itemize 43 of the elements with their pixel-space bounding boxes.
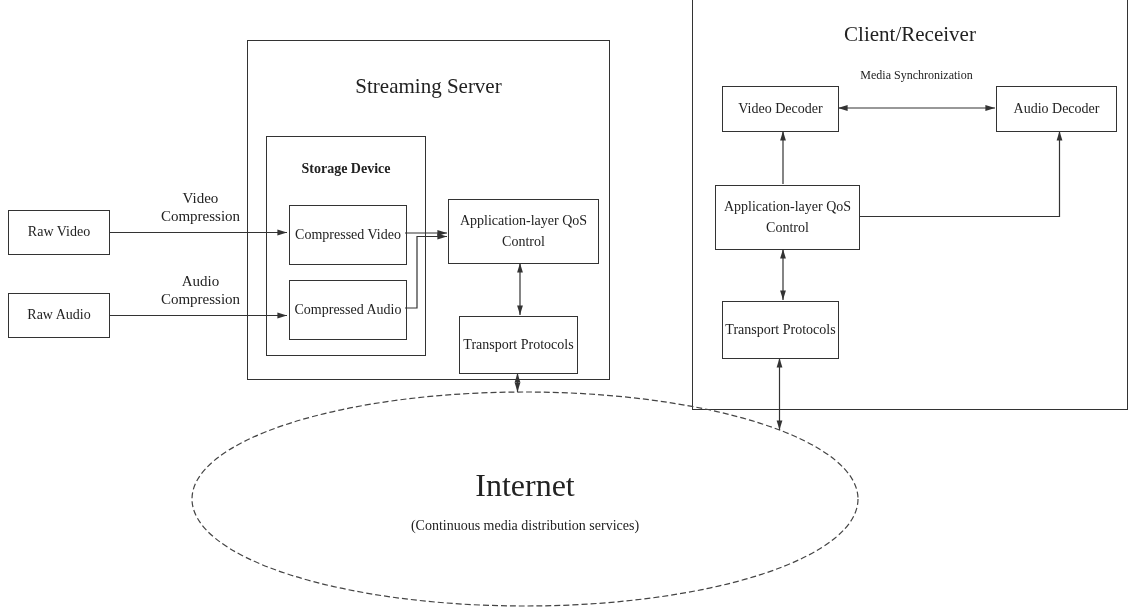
group-box xyxy=(247,40,610,380)
arrow xyxy=(780,130,786,185)
group-heading: Streaming Server xyxy=(354,73,503,100)
arrow xyxy=(858,130,1063,218)
box-label: Compressed Audio xyxy=(294,300,402,319)
box-label: Raw Audio xyxy=(27,306,91,325)
process-box xyxy=(722,301,839,359)
edge-label: Media Synchronization xyxy=(859,68,974,83)
box-label: Application-layer QoS Control xyxy=(722,198,853,237)
box-label: Video Decoder xyxy=(738,99,823,118)
group-box xyxy=(692,0,1128,410)
group-box xyxy=(266,136,426,356)
process-box xyxy=(715,185,860,250)
group-heading: Storage Device xyxy=(300,160,392,178)
network-title: Internet xyxy=(475,465,575,505)
arrow xyxy=(404,230,448,236)
arrow xyxy=(404,233,448,309)
network-cloud xyxy=(190,390,860,608)
arrow xyxy=(517,262,523,316)
process-box xyxy=(289,205,407,265)
arrow xyxy=(780,248,786,301)
edge-label: Audio Compression xyxy=(159,271,242,308)
process-box xyxy=(289,280,407,340)
box-label: Transport Protocols xyxy=(463,335,574,354)
process-box xyxy=(8,293,110,338)
process-box xyxy=(996,86,1117,132)
arrow xyxy=(109,312,288,319)
arrow xyxy=(776,357,783,431)
process-box xyxy=(459,316,578,374)
network-caption: (Continuous media distribution services) xyxy=(410,517,640,536)
arrow xyxy=(837,105,996,111)
group-heading: Client/Receiver xyxy=(843,21,977,48)
process-box xyxy=(722,86,839,132)
box-label: Compressed Video xyxy=(295,225,401,244)
box-label: Application-layer QoS Control xyxy=(458,212,589,251)
box-label: Raw Video xyxy=(27,223,91,242)
arrow xyxy=(109,229,288,236)
process-box xyxy=(448,199,599,264)
box-label: Transport Protocols xyxy=(725,320,836,339)
box-label: Audio Decoder xyxy=(1013,99,1100,118)
arrow xyxy=(514,372,521,393)
process-box xyxy=(8,210,110,255)
edge-label: Video Compression xyxy=(159,188,242,225)
